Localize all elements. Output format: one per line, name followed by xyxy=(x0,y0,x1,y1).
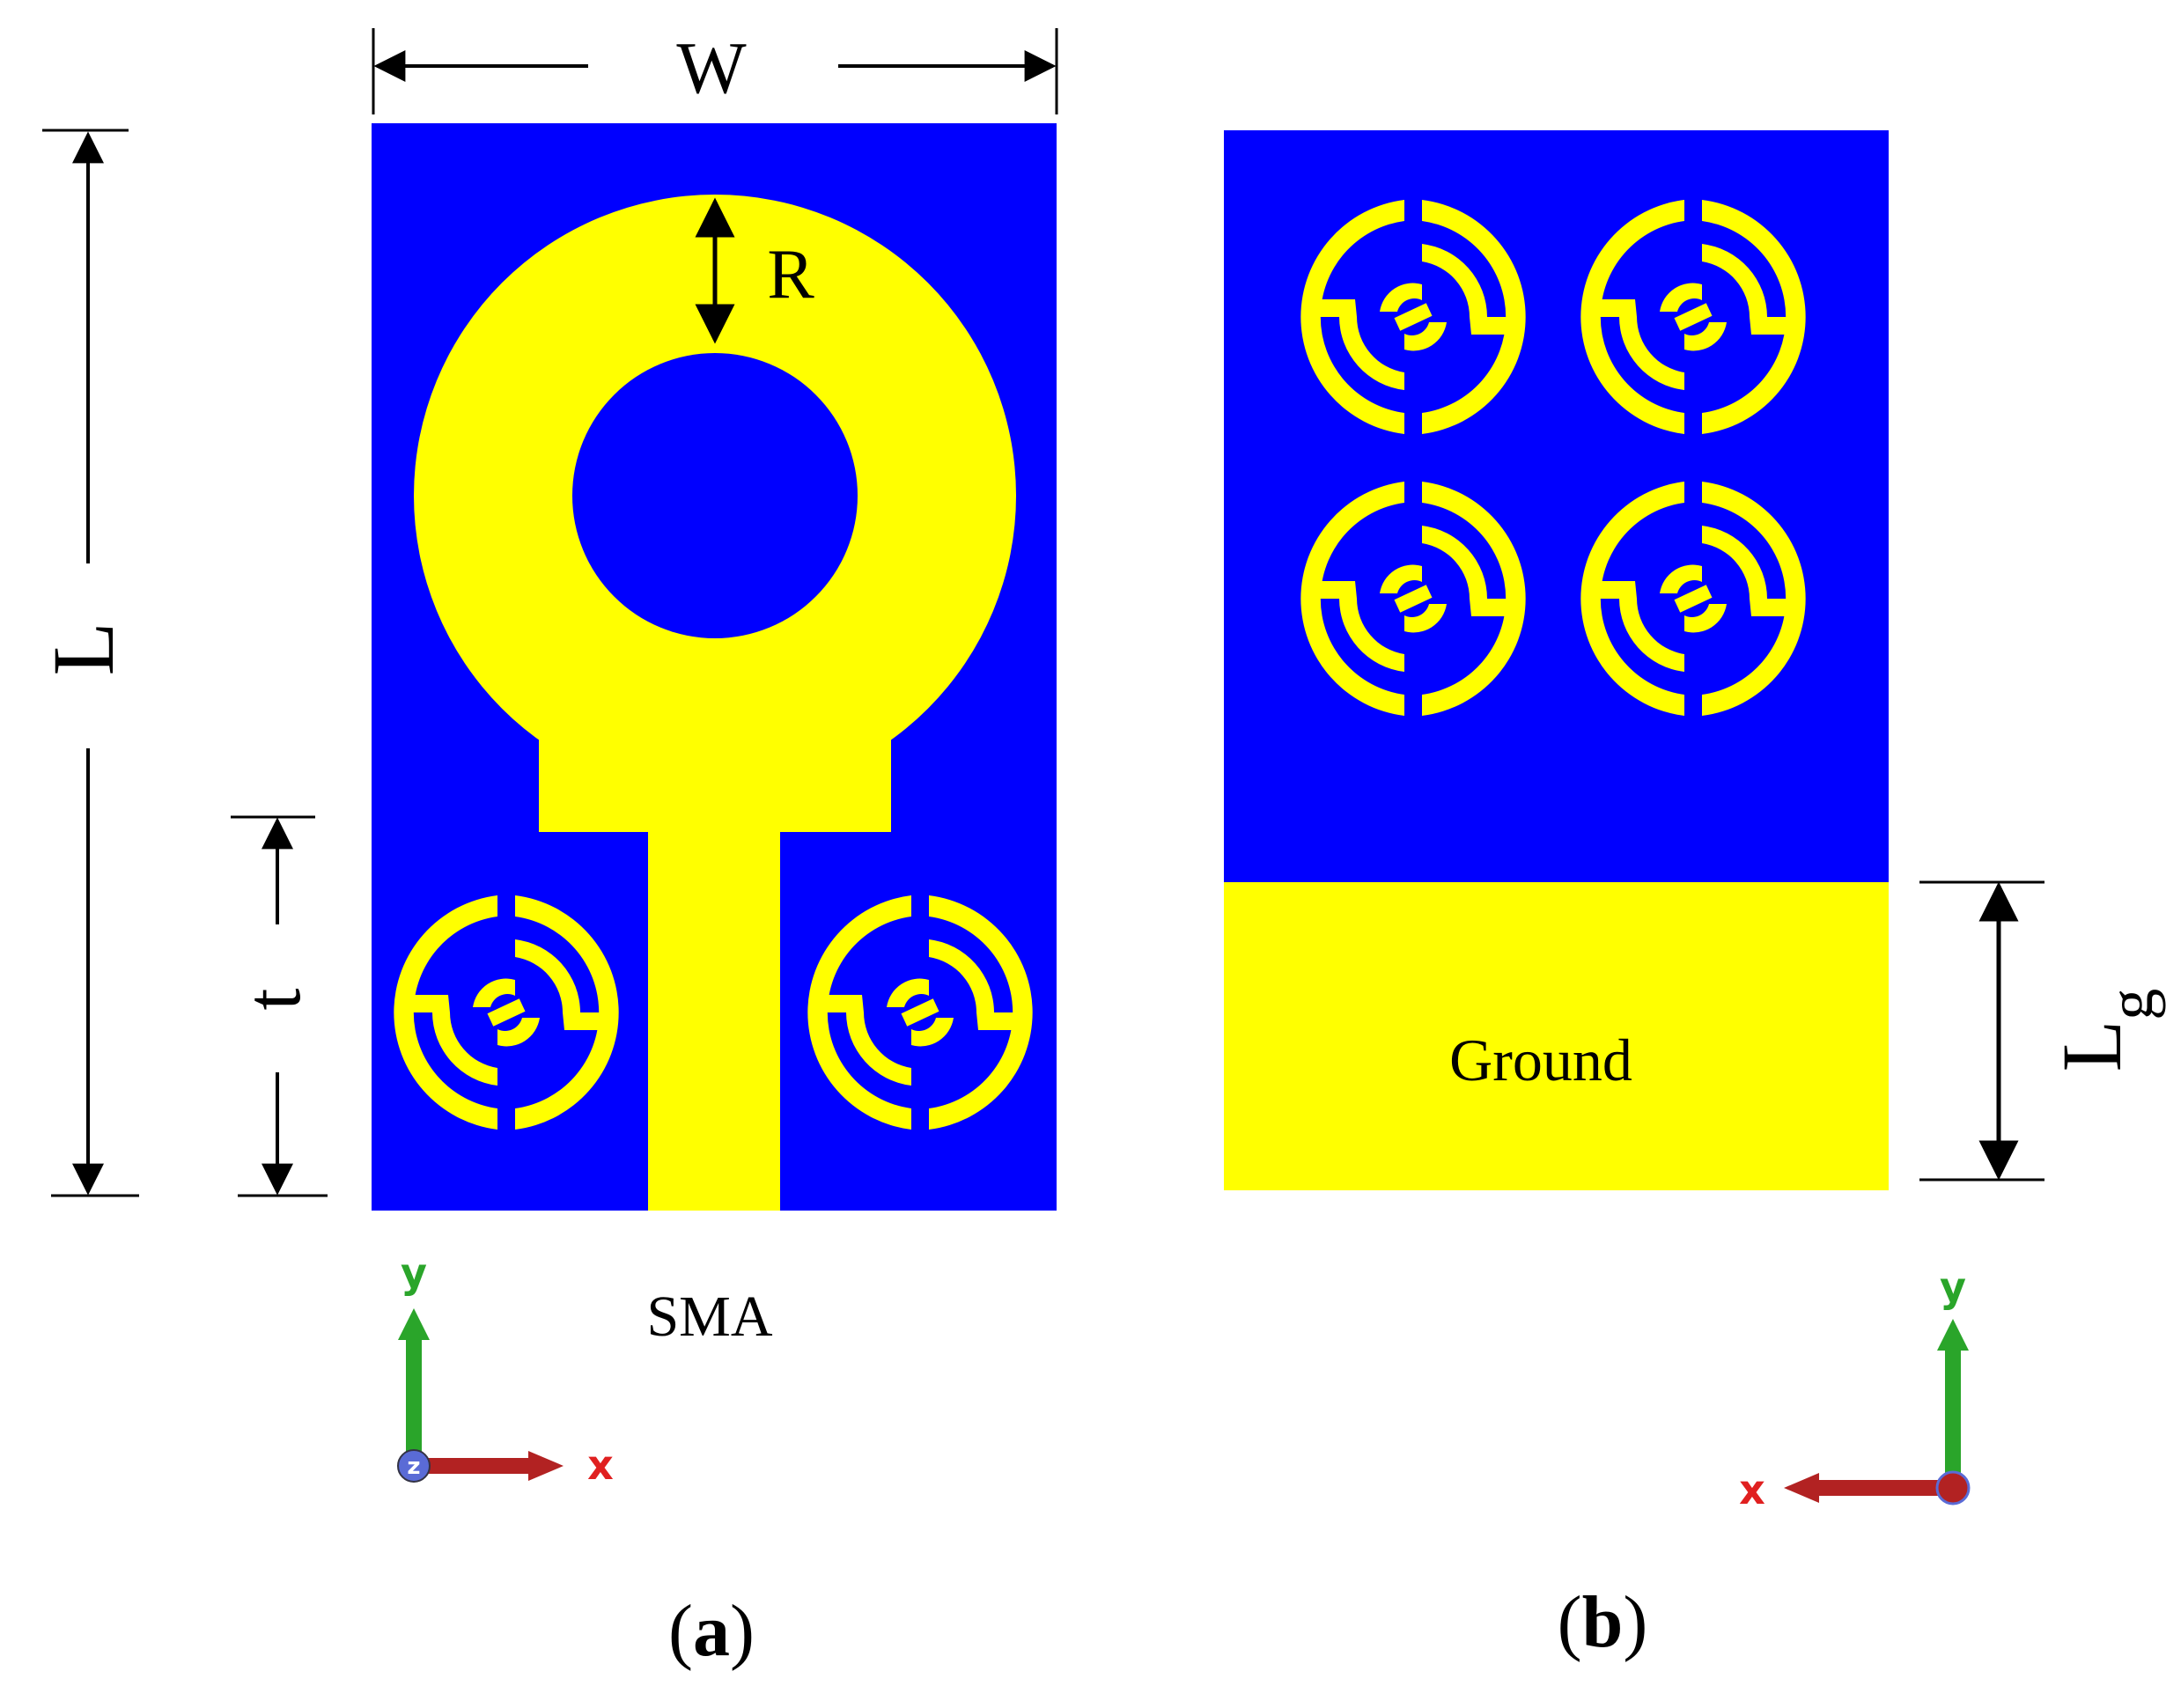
axis-x-label-b: x xyxy=(1739,1466,1765,1513)
axis-triad-b: y x xyxy=(1739,1263,1971,1513)
ground-label: Ground xyxy=(1449,1027,1632,1093)
axis-x-label: x xyxy=(587,1441,614,1489)
dimension-lg: Lg xyxy=(1919,880,2166,1182)
panel-b-label: (b) xyxy=(1558,1581,1648,1663)
dim-r-label: R xyxy=(767,236,814,313)
ring-hole xyxy=(572,353,858,638)
feed-label: SMA xyxy=(646,1285,772,1349)
axis-triad-a: z y x xyxy=(397,1249,614,1489)
dimension-l: L xyxy=(34,129,139,1197)
panel-b: Ground Lg y x (b) xyxy=(1224,130,2166,1663)
axis-z-label: z xyxy=(407,1454,420,1480)
substrate-back xyxy=(1224,130,1889,885)
dim-lg-label: Lg xyxy=(2044,989,2166,1072)
dim-t-label: t xyxy=(230,988,317,1010)
panel-a: W L R t SMA xyxy=(34,27,1058,1672)
dimension-w: W xyxy=(372,27,1058,114)
feed-line xyxy=(648,828,780,1211)
transition-block xyxy=(539,738,891,832)
axis-y-label-b: y xyxy=(1940,1263,1966,1311)
panel-a-label: (a) xyxy=(668,1590,755,1672)
dim-w-label: W xyxy=(676,27,747,109)
dimension-r: R xyxy=(695,197,814,344)
dimension-t: t xyxy=(230,815,328,1197)
axis-y-label: y xyxy=(401,1249,427,1297)
ground-plane xyxy=(1224,882,1889,1190)
dim-l-label: L xyxy=(34,622,132,675)
